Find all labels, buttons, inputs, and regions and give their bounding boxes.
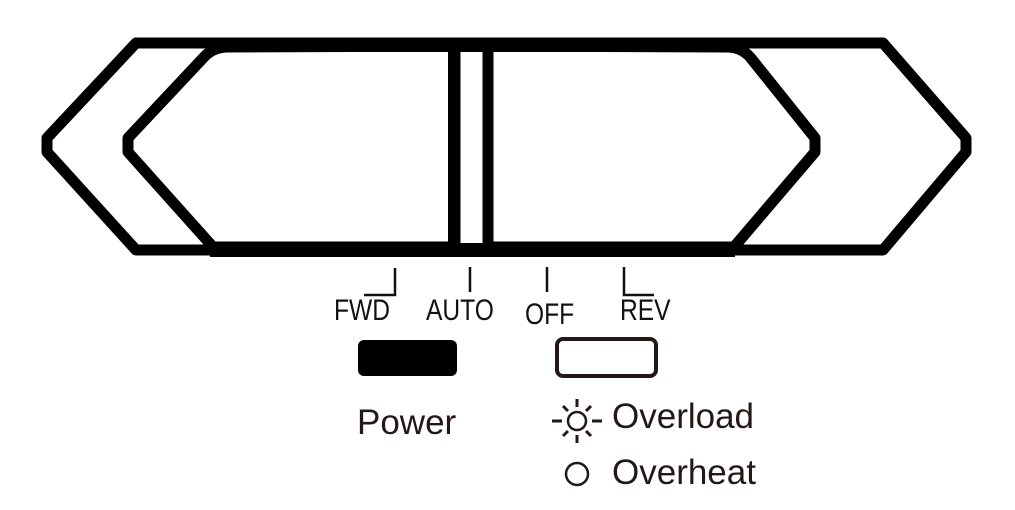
sun-icon	[552, 399, 602, 443]
rocker-top-band	[210, 38, 740, 52]
position-label-off: OFF	[525, 298, 575, 331]
rocker-divider-right	[483, 46, 493, 252]
overload-label: Overload	[612, 397, 755, 436]
rocker-bottom-band	[210, 243, 735, 257]
circle-icon	[564, 461, 590, 487]
tick-fwd	[364, 268, 397, 297]
position-label-auto: AUTO	[426, 294, 494, 327]
power-label: Power	[357, 403, 457, 442]
tick-rev	[622, 267, 654, 297]
switch-housing-outline	[41, 37, 972, 256]
overheat-label: Overheat	[612, 453, 756, 492]
rocker-left-half[interactable]	[122, 40, 461, 253]
power-indicator-led	[358, 340, 457, 376]
rocker-divider-left	[448, 46, 458, 252]
position-label-fwd: FWD	[334, 294, 391, 327]
fault-indicator-led	[555, 337, 658, 378]
rocker-right-half[interactable]	[482, 40, 821, 253]
position-label-rev: REV	[620, 294, 671, 327]
